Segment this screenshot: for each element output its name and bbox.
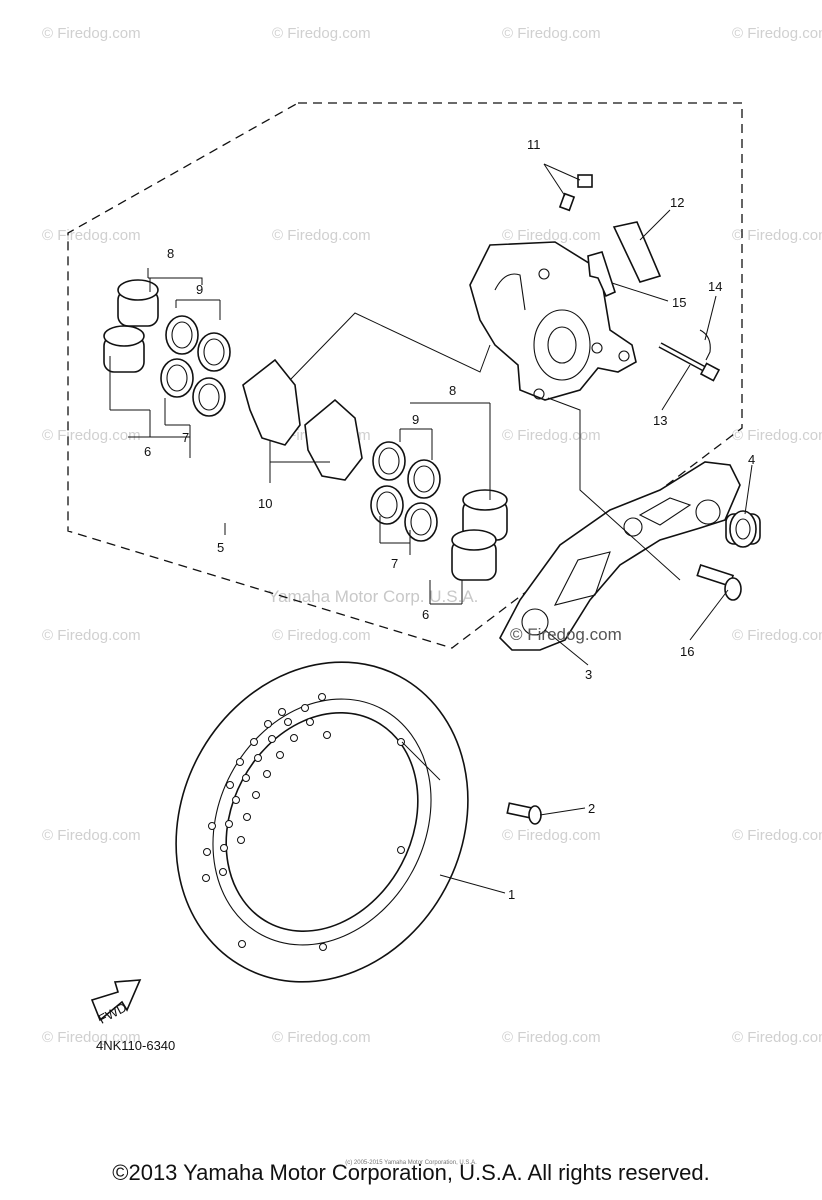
watermark: © Firedog.com <box>732 627 822 644</box>
callout-14: 14 <box>708 279 722 294</box>
watermark: © Firedog.com <box>502 25 601 42</box>
watermark: © Firedog.com <box>42 627 141 644</box>
pad-spring <box>587 251 616 298</box>
watermark: © Firedog.com <box>732 227 822 244</box>
callout-8b: 8 <box>449 383 456 398</box>
watermark-layer: © Firedog.com © Firedog.com © Firedog.co… <box>42 25 822 1046</box>
watermark: © Firedog.com <box>42 25 141 42</box>
watermark: © Firedog.com <box>272 1029 371 1046</box>
bleed-screw <box>558 174 593 212</box>
watermark: © Firedog.com <box>42 1029 141 1046</box>
callout-6a: 6 <box>144 444 151 459</box>
leader-lines <box>109 163 753 894</box>
watermark: © Firedog.com <box>42 227 141 244</box>
watermark: © Firedog.com <box>272 627 371 644</box>
caliper-body <box>469 241 637 401</box>
watermark: © Firedog.com <box>42 427 141 444</box>
caliper-bracket <box>499 461 741 651</box>
watermark-center: Yamaha Motor Corp. U.S.A. <box>268 587 478 606</box>
clip <box>699 329 711 361</box>
watermark: © Firedog.com <box>272 25 371 42</box>
pistons-left <box>103 279 159 373</box>
brake-disc <box>175 661 469 983</box>
callout-labels: 1 2 3 4 5 6 6 7 7 8 8 9 9 10 11 12 13 14… <box>144 137 755 902</box>
callout-12: 12 <box>670 195 684 210</box>
watermark: © Firedog.com <box>732 1029 822 1046</box>
callout-2: 2 <box>588 801 595 816</box>
seals-left <box>160 315 231 417</box>
watermark: © Firedog.com <box>502 1029 601 1046</box>
watermark: © Firedog.com <box>502 227 601 244</box>
callout-10: 10 <box>258 496 272 511</box>
diagram-code: 4NK110-6340 <box>96 1038 175 1053</box>
brake-pads <box>242 358 363 481</box>
callout-13: 13 <box>653 413 667 428</box>
callout-11: 11 <box>527 137 541 152</box>
pistons-right <box>451 489 508 581</box>
fwd-arrow-icon: FWD <box>90 979 142 1027</box>
bracket-bolt <box>696 564 742 601</box>
callout-9a: 9 <box>196 282 203 297</box>
callout-4: 4 <box>748 452 755 467</box>
pad-pin <box>658 342 721 382</box>
pad-support <box>612 221 662 283</box>
callout-7a: 7 <box>182 430 189 445</box>
watermark: © Firedog.com <box>272 227 371 244</box>
watermark-bracket: © Firedog.com <box>510 625 622 644</box>
callout-8a: 8 <box>167 246 174 261</box>
copyright-footer: ©2013 Yamaha Motor Corporation, U.S.A. A… <box>112 1160 710 1185</box>
tiny-copyright: (c) 2005-2015 Yamaha Motor Corporation, … <box>345 1160 477 1166</box>
watermark: © Firedog.com <box>732 427 822 444</box>
callout-6b: 6 <box>422 607 429 622</box>
watermark: © Firedog.com <box>42 827 141 844</box>
watermark: © Firedog.com <box>502 827 601 844</box>
collar <box>725 510 761 548</box>
disc-bolt <box>506 802 542 825</box>
callout-7b: 7 <box>391 556 398 571</box>
caliper-assembly-boundary <box>67 102 743 649</box>
callout-16: 16 <box>680 644 694 659</box>
disc-holes <box>202 693 405 951</box>
callout-5: 5 <box>217 540 224 555</box>
callout-1: 1 <box>508 887 515 902</box>
watermark: © Firedog.com <box>502 427 601 444</box>
callout-9b: 9 <box>412 412 419 427</box>
watermark: © Firedog.com <box>732 25 822 42</box>
watermark: © Firedog.com <box>732 827 822 844</box>
callout-15: 15 <box>672 295 686 310</box>
seals-right <box>370 441 441 542</box>
callout-3: 3 <box>585 667 592 682</box>
